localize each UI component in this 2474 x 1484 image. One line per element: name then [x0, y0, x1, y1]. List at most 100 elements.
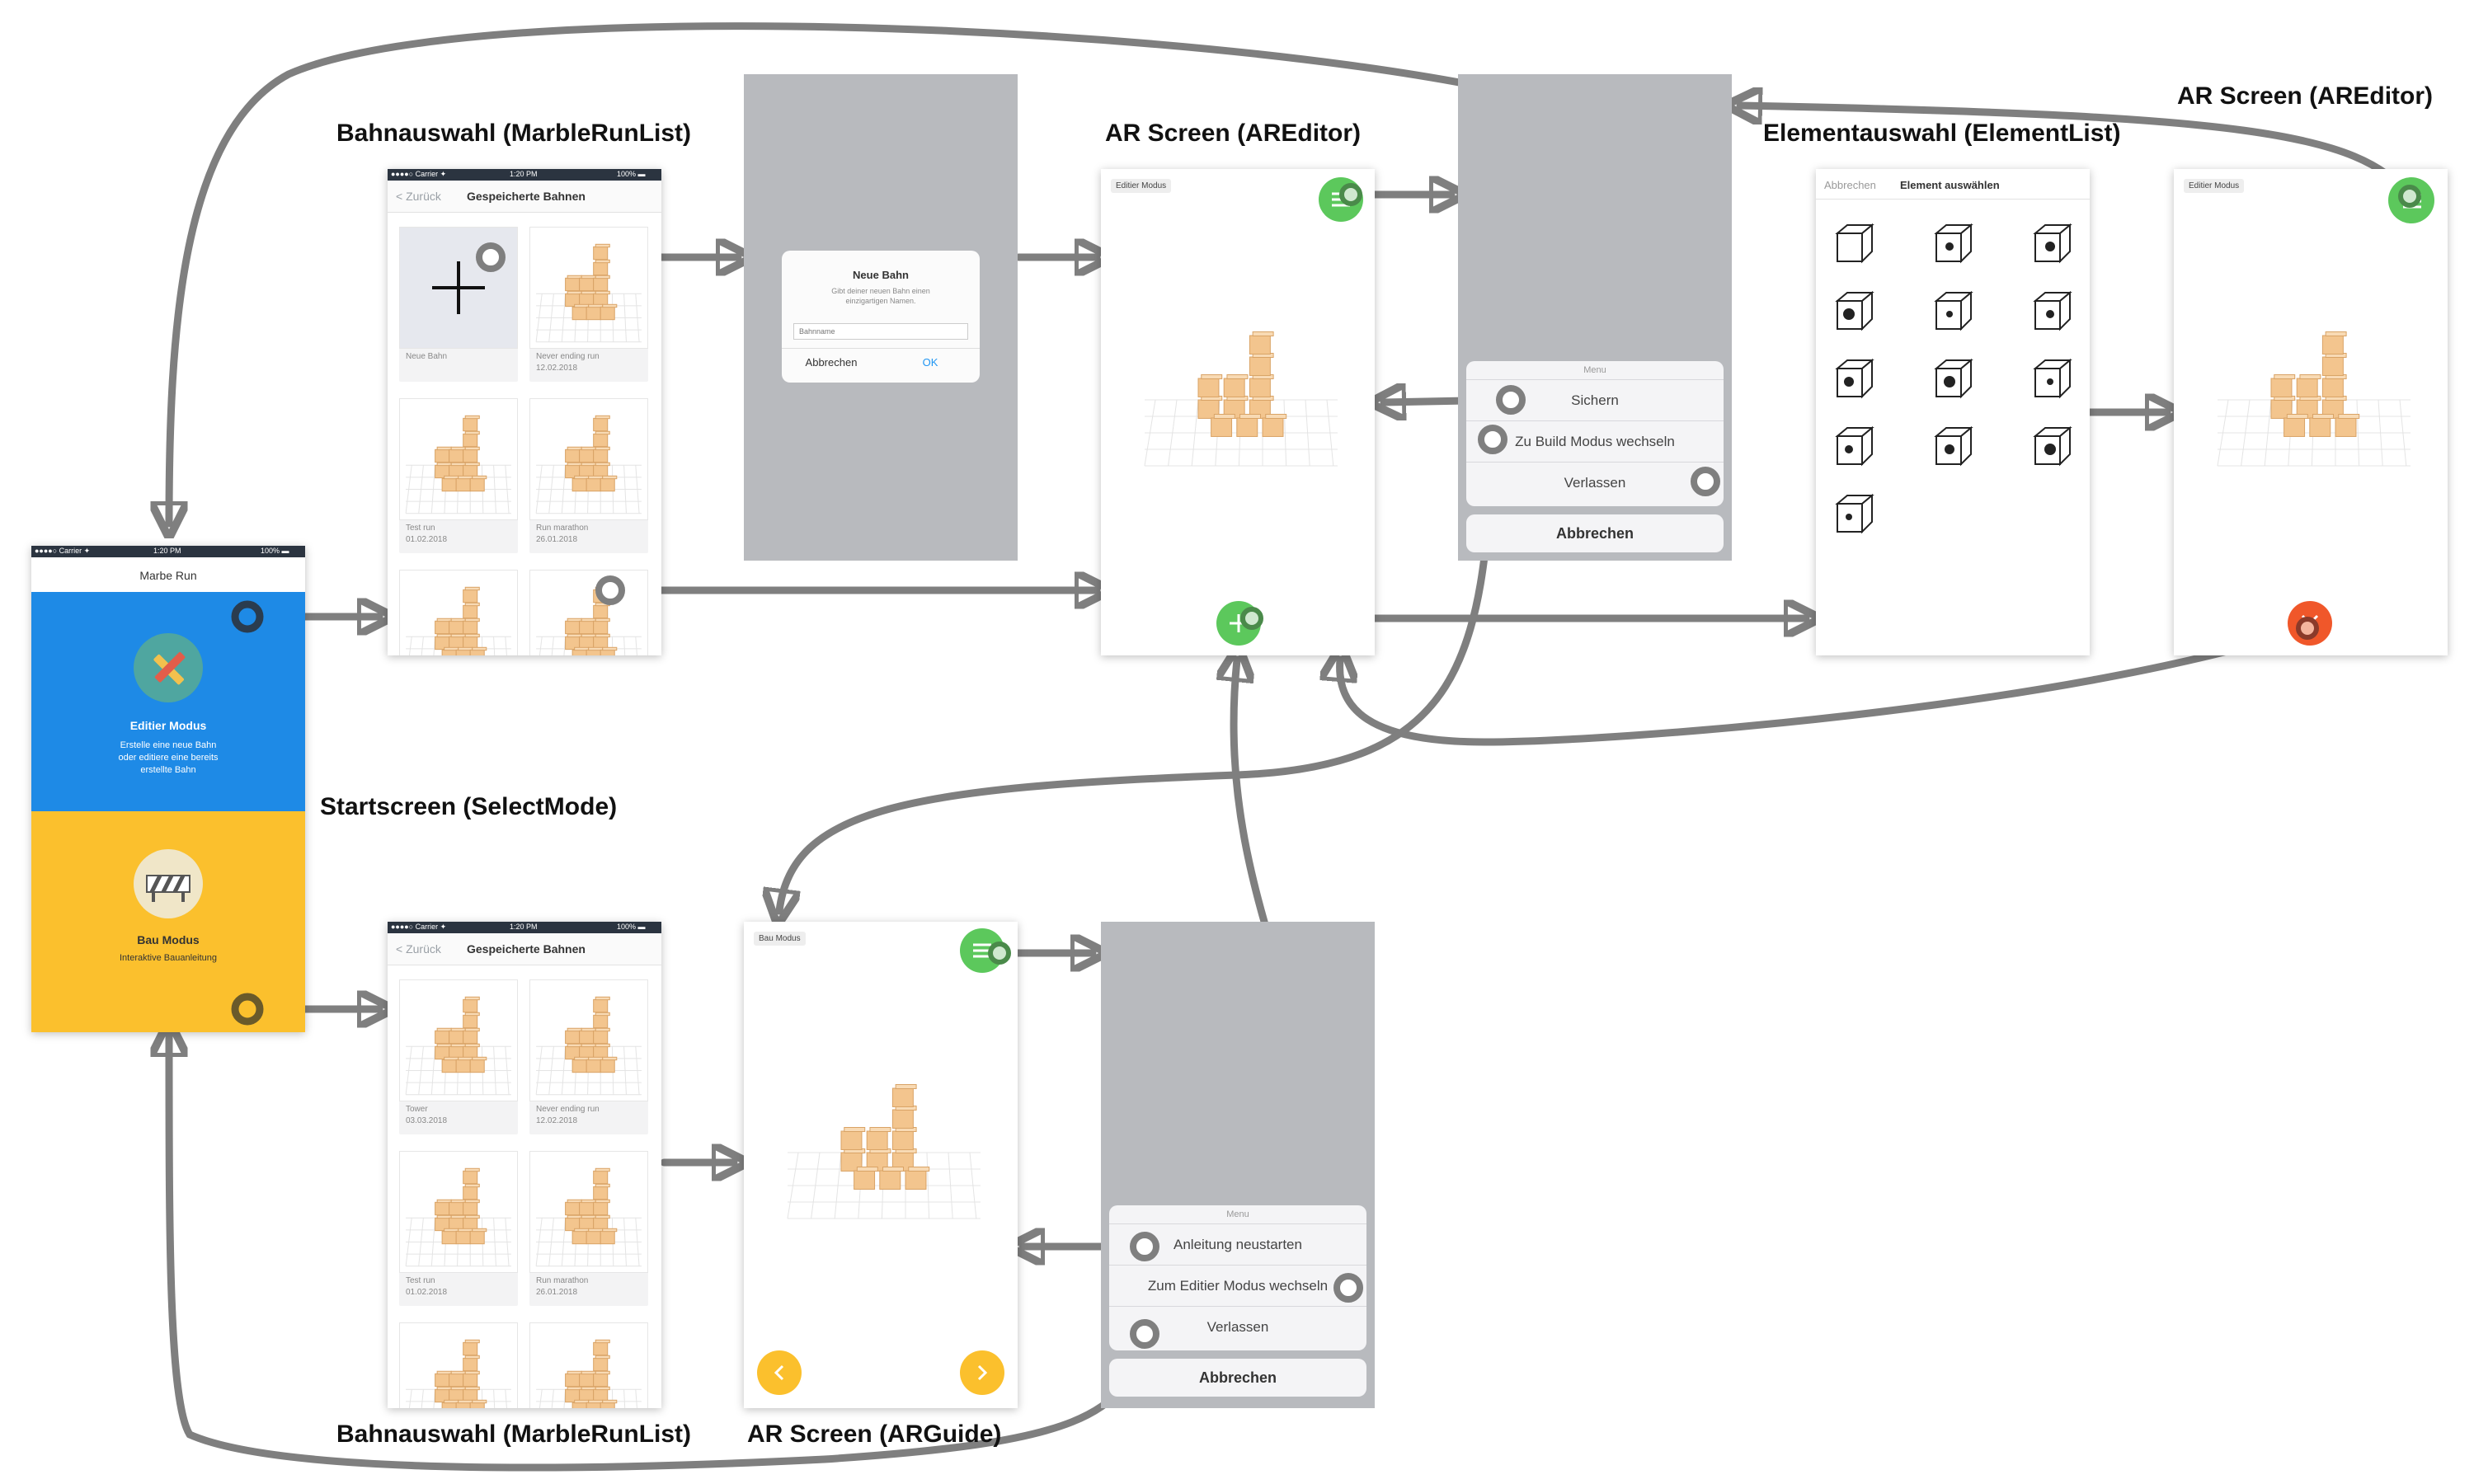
run-card[interactable]: Run marathon 26.01.2018 [529, 1151, 648, 1306]
edit-mode-desc-1: Erstelle eine neue Bahn [120, 740, 217, 750]
title-marblerunlist-bottom: Bahnauswahl (MarbleRunList) [336, 1421, 692, 1448]
menu-header: Menu [1226, 1209, 1249, 1219]
run-card[interactable] [399, 570, 518, 655]
build-mode-desc: Interaktive Bauanleitung [119, 953, 218, 963]
target-cube-icon[interactable] [1831, 421, 1880, 471]
run-card[interactable]: Never ending run 12.02.2018 [529, 227, 648, 382]
dialog-desc-2: einzigartigen Namen. [845, 297, 916, 305]
block-tower-image [536, 1339, 642, 1408]
marble-run-3d-model [2207, 309, 2421, 474]
marble-run-3d-model [777, 1062, 991, 1227]
run-card[interactable]: Tower 03.03.2018 [399, 979, 518, 1134]
hamburger-icon [973, 943, 991, 958]
menu-header: Menu [1583, 365, 1606, 375]
run-card[interactable] [529, 1322, 648, 1408]
nav-bar: < Zurück Gespeicherte Bahnen [388, 933, 661, 965]
new-run-dialog-screen: Neue Bahn Gibt deiner neuen Bahn einen e… [744, 74, 1018, 561]
previous-step-button[interactable] [757, 1350, 802, 1395]
block-tower-image [535, 996, 642, 1096]
back-button[interactable]: < Zurück [396, 942, 441, 956]
corner-ball-cube-icon[interactable] [1930, 421, 1979, 471]
mode-tag: Editier Modus [1111, 179, 1172, 193]
hamburger-icon [1332, 192, 1350, 207]
run-card[interactable]: Run marathon 26.01.2018 [529, 398, 648, 553]
save-menu-item[interactable]: Sichern [1466, 379, 1724, 421]
edit-mode-title: Editier Modus [129, 719, 207, 732]
add-element-button[interactable] [1216, 601, 1261, 646]
ball-cube-icon[interactable] [2029, 286, 2078, 336]
block-tower-image [535, 1167, 642, 1267]
block-tower-image [535, 415, 642, 514]
mode-tag: Bau Modus [754, 932, 806, 946]
dialog-cancel-button[interactable]: Abbrechen [805, 356, 858, 369]
run-card[interactable]: Test run 01.02.2018 [399, 398, 518, 553]
restart-guide-menu-item[interactable]: Anleitung neustarten [1109, 1223, 1366, 1266]
tunnel-cube-icon[interactable] [1831, 286, 1880, 336]
status-bar: ●●●●○ Carrier ✦ 1:20 PM 100% ▬ [388, 922, 661, 933]
tall-cube-icon[interactable] [1831, 489, 1880, 538]
round-hole-cube-icon[interactable] [1831, 354, 1880, 403]
menu-button[interactable] [1319, 177, 1363, 222]
edit-mode-desc-2: oder editiere eine bereits [118, 753, 219, 763]
editor-menu-screen: Menu Sichern Zu Build Modus wechseln Ver… [1458, 74, 1732, 561]
back-button[interactable]: < Zurück [396, 190, 441, 203]
elementlist-cancel-button[interactable]: Abbrechen [1824, 179, 1876, 191]
run-name-input[interactable] [793, 323, 968, 340]
dialog-title: Neue Bahn [853, 269, 909, 281]
startscreen-phone: ●●●●○ Carrier ✦ 1:20 PM 100% ▬ Marbe Run… [31, 546, 305, 1032]
leave-menu-item[interactable]: Verlassen [1466, 462, 1724, 504]
menu-cancel-button[interactable]: Abbrechen [1109, 1359, 1366, 1397]
next-step-button[interactable] [960, 1350, 1004, 1395]
app-title: Marbe Run [139, 569, 197, 582]
build-mode-title: Bau Modus [137, 933, 200, 946]
new-run-card[interactable]: Neue Bahn [399, 227, 518, 382]
dialog-desc-1: Gibt deiner neuen Bahn einen [831, 287, 930, 295]
chevron-right-icon [977, 1364, 988, 1381]
areditor-right-phone: Editier Modus [2174, 169, 2448, 655]
plus-icon [1230, 614, 1248, 632]
block-tower-image [1144, 331, 1338, 467]
run-card[interactable] [399, 1322, 518, 1408]
title-elementlist: Elementauswahl (ElementList) [1763, 120, 2121, 147]
nav-bar: < Zurück Gespeicherte Bahnen [388, 181, 661, 213]
mode-tag: Editier Modus [2184, 179, 2245, 193]
edit-mode-panel[interactable]: Editier Modus Erstelle eine neue Bahn od… [31, 592, 305, 811]
menu-button[interactable] [2388, 177, 2434, 223]
switch-edit-menu-item[interactable]: Zum Editier Modus wechseln [1109, 1265, 1366, 1307]
construction-barrier-icon [134, 849, 203, 918]
areditor-main-phone: Editier Modus [1101, 169, 1375, 655]
connector-guide-leave [169, 1035, 1149, 1472]
leave-menu-item[interactable]: Verlassen [1109, 1306, 1366, 1348]
plate-stack-icon[interactable] [1930, 218, 1979, 268]
cube-icon[interactable] [1831, 218, 1880, 268]
hole-cube-icon[interactable] [2029, 218, 2078, 268]
plus-icon [432, 261, 485, 314]
block-tower-image [405, 1167, 511, 1267]
new-run-dialog: Neue Bahn Gibt deiner neuen Bahn einen e… [782, 251, 980, 383]
page-title: Gespeicherte Bahnen [467, 942, 586, 956]
page-title: Gespeicherte Bahnen [467, 190, 586, 203]
build-mode-panel[interactable]: Bau Modus Interaktive Bauanleitung [31, 811, 305, 1032]
tunnel-cube-2-icon[interactable] [1930, 286, 1979, 336]
menu-button[interactable] [960, 928, 1004, 973]
marblerunlist-top-phone: ●●●●○ Carrier ✦ 1:20 PM 100% ▬ < Zurück … [388, 169, 661, 655]
nav-bar: Abbrechen Element auswählen [1816, 169, 2090, 200]
run-card[interactable] [529, 570, 648, 655]
drop-cube-icon[interactable] [2029, 421, 2078, 471]
title-areditor-main: AR Screen (AREditor) [1105, 120, 1362, 147]
run-card[interactable]: Never ending run 12.02.2018 [529, 979, 648, 1134]
menu-cancel-button[interactable]: Abbrechen [1466, 514, 1724, 552]
ramp-cube-icon[interactable] [2029, 354, 2078, 403]
ball-slot-cube-icon[interactable] [1930, 354, 1979, 403]
block-tower-image [536, 586, 642, 655]
guide-menu-sheet: Menu Anleitung neustarten Zum Editier Mo… [1109, 1205, 1366, 1350]
block-tower-image [535, 243, 642, 343]
block-tower-image [787, 1084, 981, 1219]
elementlist-title: Element auswählen [1900, 179, 2000, 191]
delete-element-button[interactable] [2288, 601, 2332, 646]
dialog-ok-button[interactable]: OK [922, 356, 938, 369]
switch-build-menu-item[interactable]: Zu Build Modus wechseln [1466, 420, 1724, 463]
status-bar: ●●●●○ Carrier ✦ 1:20 PM 100% ▬ [388, 169, 661, 181]
elementlist-phone: Abbrechen Element auswählen [1816, 169, 2090, 655]
run-card[interactable]: Test run 01.02.2018 [399, 1151, 518, 1306]
